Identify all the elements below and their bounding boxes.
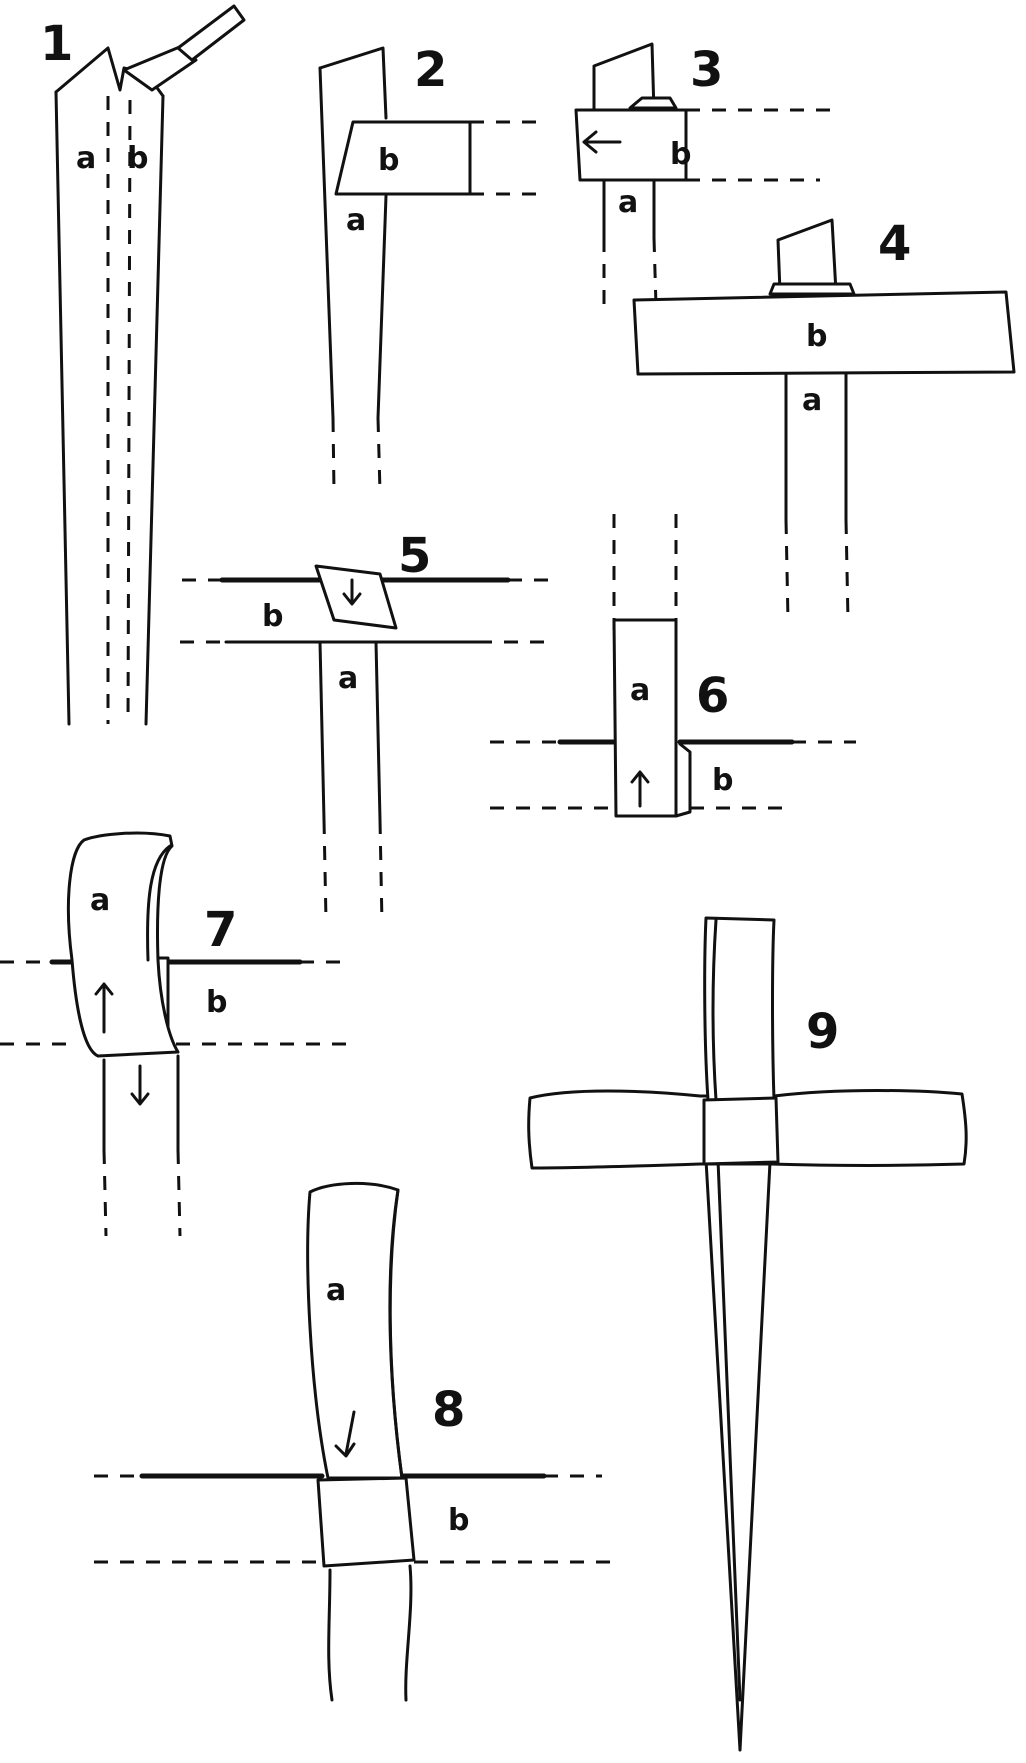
step-5-label-a: a xyxy=(338,661,358,696)
step-3-a-right-continuation xyxy=(652,237,658,307)
step-8-band xyxy=(316,1476,416,1568)
step-2-strip-left-edge xyxy=(318,66,335,420)
step-6-strip-b-edge xyxy=(674,742,692,818)
step-8: 8 a b xyxy=(94,1182,620,1702)
step-7-a-left-continuation xyxy=(102,1149,108,1237)
step-8-strip-a-left xyxy=(327,1568,334,1702)
step-4-fold-bump xyxy=(768,282,856,296)
step-9-center-band xyxy=(702,1096,780,1166)
step-2-strip-top xyxy=(318,46,388,120)
step-5-a-left-continuation xyxy=(322,819,328,921)
step-1-label-a: a xyxy=(76,141,96,176)
step-1-label-b: b xyxy=(127,141,148,176)
step-4-strip-b xyxy=(632,290,1016,376)
step-9-stem-center-line xyxy=(716,1158,742,1702)
step-1-strip-left-edge xyxy=(54,90,71,726)
step-4-number: 4 xyxy=(878,216,911,272)
step-2-left-continuation xyxy=(331,417,336,493)
step-3-number: 3 xyxy=(690,42,723,98)
step-9: 9 xyxy=(527,916,968,1752)
step-1-strip-right-edge xyxy=(144,94,165,726)
step-2-label-b: b xyxy=(378,143,399,178)
arrow-icon xyxy=(582,130,622,154)
step-6-label-b: b xyxy=(712,763,733,798)
step-5-strip-a-left xyxy=(318,640,326,822)
step-5-strip-a-right xyxy=(374,640,382,822)
step-7: 7 a b xyxy=(0,831,350,1237)
step-4-strip-tip xyxy=(776,218,838,294)
step-7-label-b: b xyxy=(206,985,227,1020)
knife-icon xyxy=(122,4,246,92)
step-2-number: 2 xyxy=(414,42,447,98)
step-6-strip-a xyxy=(612,618,678,818)
step-3-label-b: b xyxy=(670,137,691,172)
step-3-fold-bump xyxy=(628,96,678,110)
step-4-label-b: b xyxy=(806,319,827,354)
step-7-loop-inner-edge xyxy=(146,844,172,962)
step-8-loop-inner-edge xyxy=(388,1188,404,1480)
step-8-strip-a-right xyxy=(404,1564,413,1702)
arrow-icon xyxy=(334,1410,356,1458)
step-4: 4 b a xyxy=(632,216,1016,621)
arrow-icon xyxy=(130,1064,150,1106)
step-4-label-a: a xyxy=(802,383,822,418)
step-7-a-right-continuation xyxy=(176,1149,182,1237)
step-5: 5 b a xyxy=(180,528,548,925)
step-1: 1 a b xyxy=(40,4,246,726)
step-6: 6 a b xyxy=(490,514,856,818)
step-3-label-a: a xyxy=(618,185,638,220)
step-9-cross-stem xyxy=(704,1158,772,1752)
step-8-number: 8 xyxy=(432,1382,465,1438)
step-7-loop-a xyxy=(66,831,180,1058)
arrow-icon xyxy=(94,982,114,1034)
step-9-number: 9 xyxy=(806,1004,839,1060)
step-8-label-a: a xyxy=(326,1273,346,1308)
step-2-label-a: a xyxy=(346,203,366,238)
step-8-label-b: b xyxy=(448,1503,469,1538)
step-2-strip-right-edge xyxy=(376,194,388,420)
step-5-number: 5 xyxy=(398,528,431,584)
step-1-number: 1 xyxy=(40,16,73,72)
arrow-icon xyxy=(630,770,650,808)
step-5-a-right-continuation xyxy=(378,819,384,925)
step-6-label-a: a xyxy=(630,673,650,708)
step-5-label-b: b xyxy=(262,599,283,634)
step-2-right-continuation xyxy=(376,417,382,493)
step-1-fold-line xyxy=(126,99,132,725)
step-2: 2 b a xyxy=(318,42,542,493)
step-7-number: 7 xyxy=(204,902,237,958)
step-9-top-edge-line xyxy=(711,918,718,1102)
step-3: 3 b a xyxy=(574,42,840,307)
step-4-a-right-continuation xyxy=(844,519,850,621)
step-7-label-a: a xyxy=(90,883,110,918)
step-6-number: 6 xyxy=(696,668,729,724)
arrow-icon xyxy=(342,578,362,606)
step-2-strip-b xyxy=(334,120,472,196)
step-4-a-left-continuation xyxy=(784,519,790,621)
step-8-loop-a xyxy=(306,1182,404,1480)
